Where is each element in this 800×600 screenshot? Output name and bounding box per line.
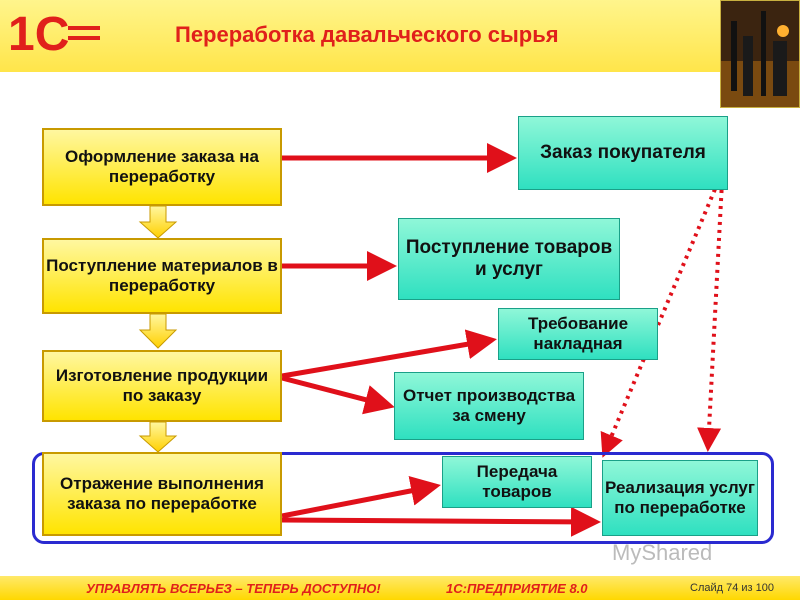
highlight-frame [32, 452, 774, 544]
refinery-photo [720, 0, 800, 108]
document-box-requirement: Требование накладная [498, 308, 658, 360]
document-box-shift-report: Отчет производства за смену [394, 372, 584, 440]
footer-bar: УПРАВЛЯТЬ ВСЕРЬЕЗ – ТЕПЕРЬ ДОСТУПНО! 1С:… [0, 576, 800, 600]
arrow-production-to-report [281, 375, 395, 415]
process-box-completion: Отражение выполнения заказа по переработ… [42, 452, 282, 536]
down-arrow-3 [138, 421, 178, 453]
footer-slogan: УПРАВЛЯТЬ ВСЕРЬЕЗ – ТЕПЕРЬ ДОСТУПНО! [86, 581, 381, 596]
down-arrow-2 [138, 313, 178, 349]
watermark: MyShared [612, 540, 713, 565]
footer-product: 1С:ПРЕДПРИЯТИЕ 8.0 [446, 581, 588, 596]
1c-logo: 1С [8, 8, 100, 58]
arrow-completion-to-transfer [281, 476, 441, 519]
process-box-receipt: Поступление материалов в переработку [42, 238, 282, 314]
svg-text:1С: 1С [8, 8, 69, 58]
slide-title: Переработка давальческого сырья [175, 22, 559, 47]
document-box-service-realization: Реализация услуг по переработке [602, 460, 758, 536]
down-arrow-1 [138, 205, 178, 239]
arrow-production-to-requirement [281, 329, 497, 379]
document-box-customer-order: Заказ покупателя [518, 116, 728, 190]
dotted-arrow-to-realization [697, 181, 724, 452]
slide-counter: Слайд 74 из 100 [690, 582, 774, 594]
process-box-production: Изготовление продукции по заказу [42, 350, 282, 422]
document-box-goods-transfer: Передача товаров [442, 456, 592, 508]
process-box-order: Оформление заказа на переработку [42, 128, 282, 206]
dotted-arrow-to-transfer [600, 181, 720, 458]
header-bar: 1С Переработка давальческого сырья [0, 0, 800, 72]
document-box-goods-receipt: Поступление товаров и услуг [398, 218, 620, 300]
arrow-completion-to-realization [281, 506, 601, 537]
